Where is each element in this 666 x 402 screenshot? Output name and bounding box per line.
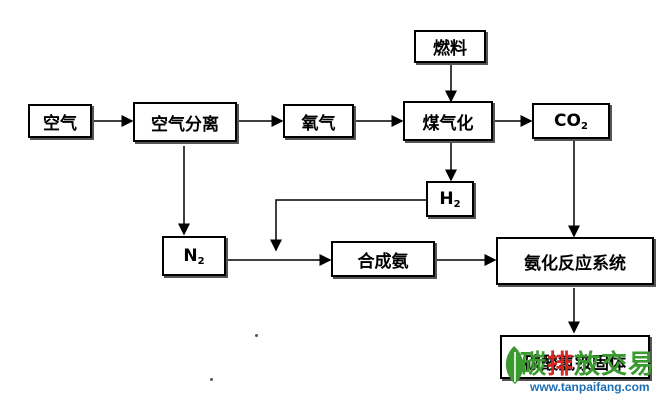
node-air-separation-label: 空气分离	[151, 114, 219, 135]
node-fuel-label: 燃料	[433, 39, 467, 59]
node-ammoniation-system: 氨化反应系统	[496, 237, 654, 285]
node-h2-subscript: 2	[453, 198, 461, 210]
node-air: 空气	[28, 104, 92, 138]
node-bottom-product: 碳酸氢铵固体	[500, 335, 650, 379]
watermark-title-part1: 碳	[520, 350, 548, 380]
watermark-title-part4: 易	[628, 350, 656, 380]
node-n2-label: N	[183, 246, 198, 266]
node-oxygen: 氧气	[283, 104, 354, 138]
node-co2-label: CO	[554, 111, 581, 131]
node-air-label: 空气	[43, 113, 77, 134]
watermark-url: www.tanpaifang.com	[530, 380, 650, 394]
node-bottom-product-label: 碳酸氢铵固体	[524, 354, 626, 374]
stray-dot	[210, 378, 213, 381]
node-oxygen-label: 氧气	[301, 113, 336, 134]
watermark-title: 碳排放交易	[520, 344, 655, 381]
node-gasification: 煤气化	[403, 101, 493, 141]
node-fuel: 燃料	[414, 30, 486, 63]
node-gasification-label: 煤气化	[422, 113, 474, 134]
leaf-logo-icon	[505, 346, 524, 384]
node-n2-subscript: 2	[197, 255, 205, 267]
watermark-title-part3: 放交	[574, 350, 629, 380]
watermark-title-part2: 排	[547, 350, 575, 380]
node-air-separation: 空气分离	[133, 102, 237, 142]
arrow-h2-to-line	[270, 199, 426, 252]
watermark: 碳排放交易 www.tanpaifang.com	[500, 340, 666, 402]
node-h2-label: H	[439, 189, 454, 209]
node-ammoniation-system-label: 氨化反应系统	[524, 253, 626, 274]
stray-dot	[255, 334, 258, 337]
node-co2-subscript: 2	[580, 120, 588, 132]
node-ammonia-synthesis: 合成氨	[331, 241, 435, 277]
node-ammonia-synthesis-label: 合成氨	[357, 251, 409, 272]
